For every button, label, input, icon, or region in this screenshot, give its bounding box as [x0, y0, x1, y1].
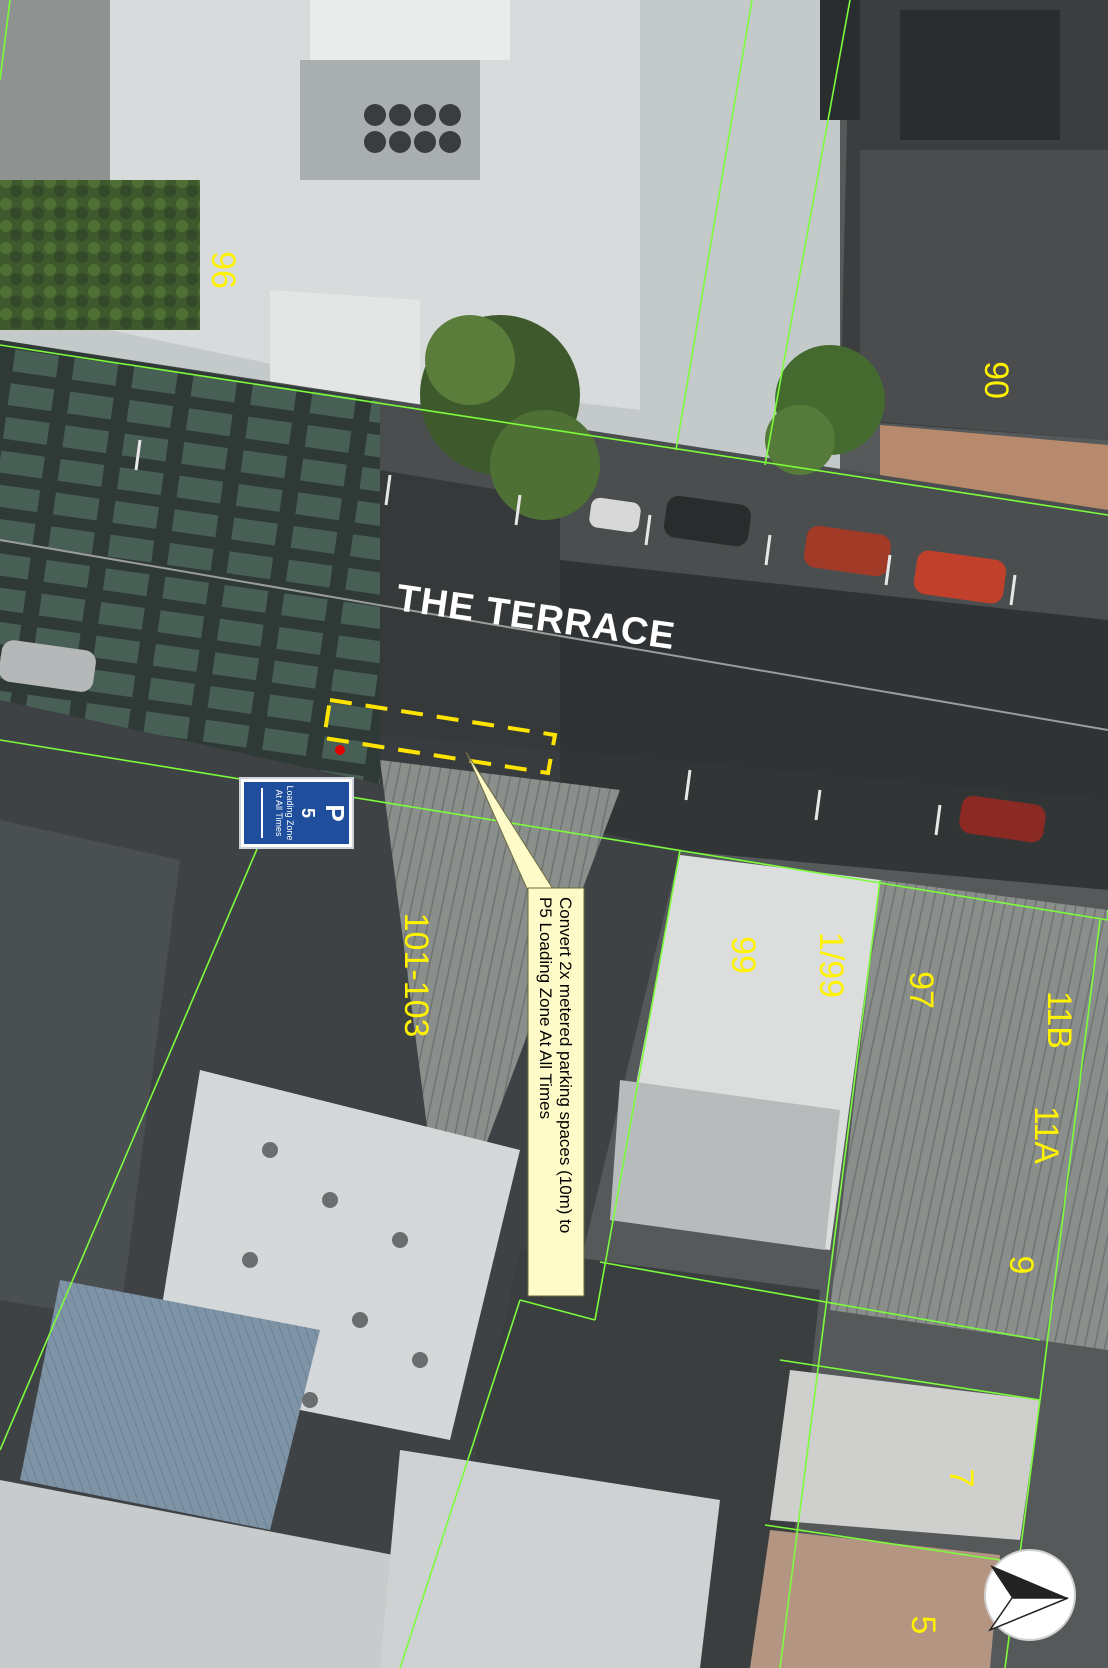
building-99-lower	[610, 1080, 840, 1250]
rooftop-fans	[364, 104, 461, 153]
sign-letter: P	[320, 804, 350, 821]
annotation-line-1: Convert 2x metered parking spaces (10m) …	[556, 897, 575, 1233]
building-101-103-wing	[0, 820, 180, 1320]
parcel-line	[519, 1299, 596, 1321]
parcel-label-97: 97	[902, 971, 940, 1009]
parcel-label-11a: 11A	[1027, 1106, 1065, 1164]
sign-line-2: At All Times	[274, 789, 284, 837]
building-blue-roof	[20, 1280, 320, 1530]
parcel-number-labels: 96 90 101-103 99 1/99 97 11B 11A 9 7 5	[204, 251, 1078, 1634]
parcel-line	[0, 739, 1108, 921]
parcel-line	[0, 841, 261, 1451]
parcel-line	[764, 1524, 1001, 1561]
proposed-loading-zone-outline	[321, 697, 558, 776]
building-90-roof	[860, 150, 1108, 440]
parcel-label-5: 5	[904, 1616, 942, 1635]
parcel-label-101-103: 101-103	[397, 913, 435, 1038]
parcel-label-1-99: 1/99	[812, 932, 850, 998]
building-101-103-roof-light	[380, 760, 620, 1160]
parcel-label-96: 96	[204, 251, 242, 289]
parcel-line	[675, 0, 753, 451]
rooftop-vents-lower	[242, 1142, 428, 1408]
parcel-line	[779, 1359, 1041, 1401]
location-marker-dot	[335, 745, 345, 755]
building-7	[770, 1370, 1040, 1540]
annotation-line-2: P5 Loading Zone At All Times	[536, 897, 555, 1119]
building-90-roof-dark	[900, 10, 1060, 140]
palm-tree	[420, 315, 600, 520]
parked-cars	[0, 495, 1046, 843]
annotation-callout-box	[527, 887, 585, 1297]
sign-line-1: Loading Zone	[285, 785, 295, 840]
parcel-line	[599, 1261, 1041, 1341]
parcel-line	[399, 1299, 521, 1668]
parcel-line	[764, 0, 851, 466]
north-arrow-icon	[984, 1549, 1076, 1641]
parcel-label-90: 90	[977, 361, 1015, 399]
sign-number: 5	[298, 808, 318, 818]
parcel-line	[1039, 919, 1101, 1401]
parcel-label-99: 99	[724, 936, 762, 974]
trees-left	[0, 180, 200, 330]
building-bottom-left	[0, 1480, 420, 1668]
parcel-line	[0, 344, 1108, 516]
parcel-label-7: 7	[942, 1469, 980, 1488]
building-96-roof	[110, 0, 640, 410]
parcel-line	[594, 849, 681, 1321]
parking-bay-marks	[134, 439, 1017, 836]
parcel-label-9: 9	[1002, 1256, 1040, 1275]
street-tree-right	[765, 345, 885, 475]
building-5	[750, 1530, 1000, 1668]
rooftop-structure	[310, 0, 510, 60]
parcel-label-11b: 11B	[1040, 991, 1078, 1049]
building-bottom-centre	[380, 1450, 720, 1668]
road-centre-line	[0, 539, 1108, 731]
building-97	[830, 880, 1108, 1350]
building-shadow-mid	[380, 470, 560, 860]
loading-zone-sign: P 5 Loading Zone At All Times	[239, 777, 354, 849]
parcel-line	[0, 0, 11, 81]
annotation-callout: Convert 2x metered parking spaces (10m) …	[527, 887, 585, 1297]
alley-shadow	[820, 0, 860, 120]
parcel-line	[779, 879, 881, 1668]
